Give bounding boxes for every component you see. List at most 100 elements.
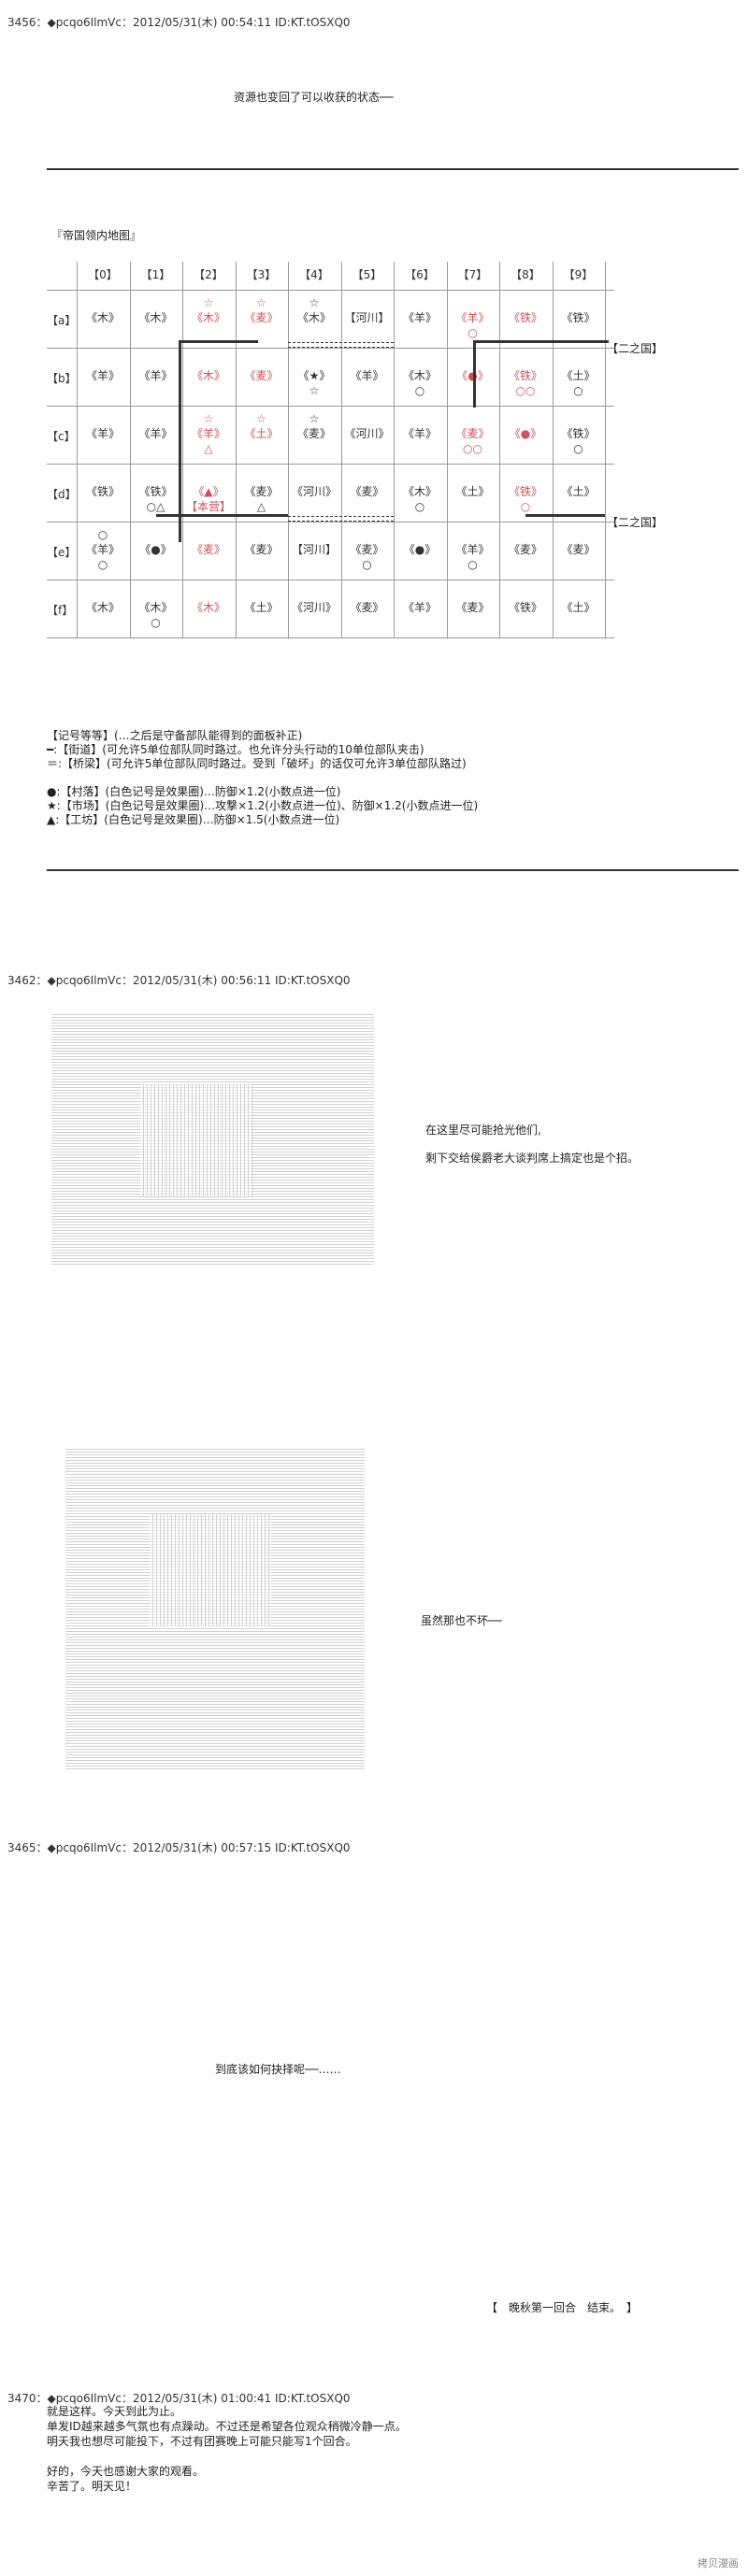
road-line [472, 340, 609, 343]
grid-line [446, 262, 448, 637]
cell-terrain: 《麦》 [455, 601, 490, 614]
cell-mark-bottom: ○ [414, 500, 425, 513]
cell-terrain: 《羊》 [138, 369, 173, 382]
column-header: 【9】 [563, 268, 594, 281]
cell-mark-bottom: ○ [468, 326, 478, 339]
grid-line [340, 262, 342, 637]
map-cell: 《羊》 [130, 408, 182, 461]
cell-terrain: 《▲》 [193, 485, 224, 498]
grid-line [129, 262, 131, 637]
cell-terrain: 《土》 [561, 601, 596, 614]
column-header: 【0】 [88, 268, 118, 281]
cell-terrain: 《麦》 [455, 427, 490, 440]
map-cell: 《羊》 [394, 293, 446, 345]
map-cell: ☆ 《羊》 △ [182, 408, 235, 461]
cell-terrain: 《土》 [244, 601, 279, 614]
map-cell: 《木》 [77, 293, 129, 345]
cell-terrain: 《铁》 [561, 427, 596, 440]
cell-terrain: 【河川】 [344, 311, 390, 324]
bridge-line [288, 342, 394, 348]
cell-mark-bottom: ○ [151, 616, 161, 629]
map-cell: ☆《麦》 [236, 293, 288, 345]
cell-mark-bottom: 【本营】 [185, 500, 231, 513]
cell-terrain: 《麦》 [244, 311, 279, 324]
grid-line [47, 348, 614, 349]
cell-mark-bottom: ☆ [309, 384, 320, 397]
column-header: 【1】 [140, 268, 171, 281]
map-cell: 《铁》○ [553, 408, 605, 461]
map-cell: 《羊》○ [447, 293, 499, 345]
cell-terrain: 《羊》 [191, 427, 225, 440]
dialogue-text: 在这里尽可能抢光他们, [425, 1123, 541, 1137]
map-cell: 《羊》 [394, 408, 446, 461]
row-header: 【c】 [47, 430, 76, 443]
map-cell: 《木》 [130, 293, 182, 345]
grid-line [288, 262, 289, 637]
column-header: 【6】 [405, 268, 435, 281]
message-line [47, 2449, 407, 2464]
column-header: 【7】 [457, 268, 488, 281]
map-cell: ☆《木》 [182, 293, 235, 345]
cell-mark-bottom: ○ [362, 558, 372, 571]
column-header: 【5】 [352, 268, 382, 281]
cell-mark-bottom: ○ [97, 558, 108, 571]
legend-line: 【记号等等】(…之后是守备部队能得到的面板补正) [47, 729, 303, 742]
cell-terrain: 《羊》 [85, 369, 120, 382]
map-cell: 《麦》 ○○ [447, 408, 499, 461]
cell-mark-bottom: ○○ [463, 442, 482, 455]
cell-terrain: 《河川》 [291, 485, 337, 498]
row-header: 【d】 [47, 488, 77, 501]
message-line: 就是这样。今天到此为止。 [47, 2405, 182, 2418]
cell-terrain: 《铁》 [561, 311, 596, 324]
map-legend: 【记号等等】(…之后是守备部队能得到的面板补正) ━:【街道】(可允许5单位部队… [47, 729, 478, 827]
cell-terrain: 《羊》 [402, 601, 437, 614]
border-label: 【二之国】 [607, 342, 664, 355]
map-cell: 《土》 [447, 466, 499, 519]
map-cell: 《土》 [236, 582, 288, 635]
message-line: 好的，今天也感谢大家的观看。 [47, 2465, 205, 2478]
cell-terrain: 《麦》 [350, 601, 384, 614]
row-header: 【f】 [47, 604, 74, 617]
cell-terrain: 《麦》 [191, 543, 225, 556]
message-line: 单发ID越来越多气氛也有点躁动。不过还是希望各位观众稍微冷静一点。 [47, 2420, 407, 2433]
map-cell: 《铁》 [553, 293, 605, 345]
round-end-text: 【 晚秋第一回合 结束。 】 [486, 2301, 639, 2314]
map-cell: 《土》 [553, 466, 605, 519]
legend-line: ━:【街道】(可允许5单位部队同时路过。也允许分头行动的10单位部队夹击) [47, 743, 424, 756]
map-cell: 《铁》○○ [499, 351, 552, 403]
map-cell: 【河川】 [288, 524, 340, 577]
cell-terrain: 《河川》 [344, 427, 390, 440]
map-cell: 《木》○ [394, 466, 446, 519]
cell-terrain: 《铁》 [85, 485, 120, 498]
cell-mark-bottom: △ [204, 442, 213, 455]
cell-terrain: 《●》 [403, 543, 437, 556]
cell-terrain: 《土》 [244, 427, 279, 440]
cell-mark-bottom: ○○ [515, 384, 536, 397]
grid-line [47, 406, 614, 407]
cell-mark-top: ☆ [203, 412, 214, 425]
ascii-art-face [140, 1084, 252, 1196]
cell-terrain: 《★》 [297, 369, 331, 382]
grid-line [47, 637, 614, 638]
cell-terrain: 《木》 [191, 369, 225, 382]
legend-line: ●:【村落】(白色记号是效果圈)…防御×1.2(小数点进一位) [47, 785, 341, 798]
cell-terrain: 【河川】 [291, 543, 337, 556]
road-line [179, 340, 181, 542]
map-cell: 《麦》 [447, 582, 499, 635]
map-cell: 《羊》 [77, 408, 129, 461]
column-header: 【3】 [246, 268, 277, 281]
cell-mark-top: ☆ [256, 412, 266, 425]
divider [47, 168, 739, 170]
bridge-line [288, 516, 394, 522]
closing-message: 就是这样。今天到此为止。 单发ID越来越多气氛也有点躁动。不过还是希望各位观众稍… [47, 2404, 407, 2494]
map-cell: 《麦》○ [341, 524, 394, 577]
map-cell: 《●》 [130, 524, 182, 577]
dialogue-text: 剩下交给侯爵老大谈判席上搞定也是个招。 [425, 1152, 640, 1165]
map-cell: 《●》 [394, 524, 446, 577]
cell-terrain: 《麦》 [508, 543, 542, 556]
divider [47, 869, 739, 871]
legend-line: ★:【市场】(白色记号是效果圈)…攻撃×1.2(小数点进一位)、防御×1.2(小… [47, 799, 479, 812]
road-line [179, 340, 258, 343]
cell-terrain: 《土》 [455, 485, 490, 498]
map-title: 『帝国领内地图』 [51, 229, 142, 242]
